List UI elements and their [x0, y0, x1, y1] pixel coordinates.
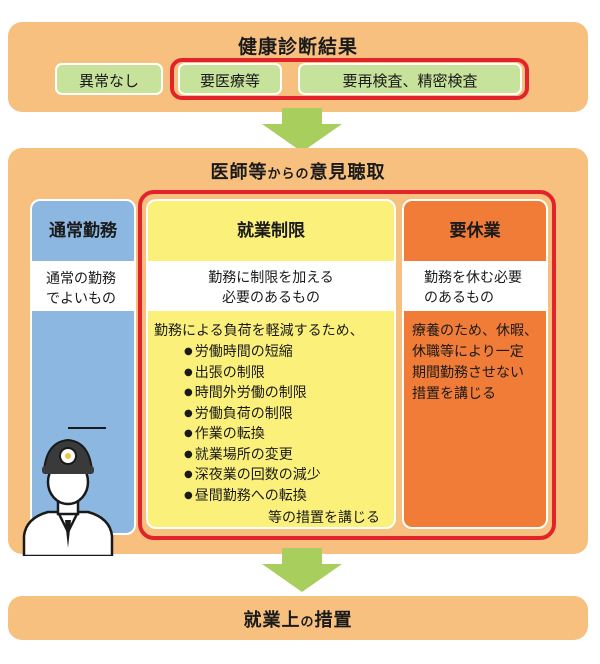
leave-required-column: 要休業 勤務を休む必要 のあるもの 療養のため、休暇、 休職等により一定 期間勤… — [402, 199, 548, 529]
work-restriction-column: 就業制限 勤務に制限を加える 必要のあるもの 勤務による負荷を軽減するため、 労… — [146, 199, 396, 529]
work-restriction-list: 労働時間の短縮 出張の制限 時間外労働の制限 労働負荷の制限 作業の転換 就業場… — [154, 343, 394, 507]
work-restriction-description: 勤務に制限を加える 必要のあるもの — [148, 263, 394, 311]
down-arrow-icon — [262, 108, 342, 152]
list-item: 労働時間の短縮 — [184, 343, 394, 364]
leave-required-description: 勤務を休む必要 のあるもの — [404, 263, 546, 311]
work-restriction-closing: 等の措置を講じる — [268, 510, 380, 526]
health-check-results-title: 健康診断結果 — [237, 36, 358, 58]
work-measures-title: 就業上の措置 — [243, 610, 353, 631]
normal-work-description: 通常の勤務 でよいもの — [32, 263, 134, 311]
worker-with-headlamp-icon — [22, 438, 114, 556]
work-restriction-measures: 勤務による負荷を軽減するため、 労働時間の短縮 出張の制限 時間外労働の制限 労… — [148, 311, 394, 527]
leave-required-title: 要休業 — [404, 201, 546, 263]
chip-medical-care: 要医療等 — [178, 63, 282, 95]
list-item: 就業場所の変更 — [184, 446, 394, 467]
list-item: 作業の転換 — [184, 425, 394, 446]
work-measures-panel: 就業上の措置 — [8, 596, 588, 640]
highlight-ring-middle — [138, 190, 556, 540]
normal-work-title: 通常勤務 — [32, 201, 134, 263]
highlight-ring-top — [170, 58, 529, 100]
chip-no-abnormality: 異常なし — [55, 63, 163, 95]
doctor-opinion-title: 医師等からの意見聴取 — [210, 162, 386, 183]
list-item: 労働負荷の制限 — [184, 405, 394, 426]
chip-reexamination: 要再検査、精密検査 — [298, 63, 522, 95]
work-restriction-title: 就業制限 — [148, 201, 394, 263]
list-item: 深夜業の回数の減少 — [184, 466, 394, 487]
list-item: 出張の制限 — [184, 364, 394, 385]
list-item: 時間外労働の制限 — [184, 384, 394, 405]
leave-required-measures: 療養のため、休暇、 休職等により一定 期間勤務させない 措置を講じる — [412, 323, 538, 402]
normal-work-dash — [68, 427, 106, 429]
list-item: 昼間勤務への転換 — [184, 487, 394, 508]
down-arrow-icon — [262, 548, 342, 592]
work-restriction-intro: 勤務による負荷を軽減するため、 — [154, 323, 364, 339]
